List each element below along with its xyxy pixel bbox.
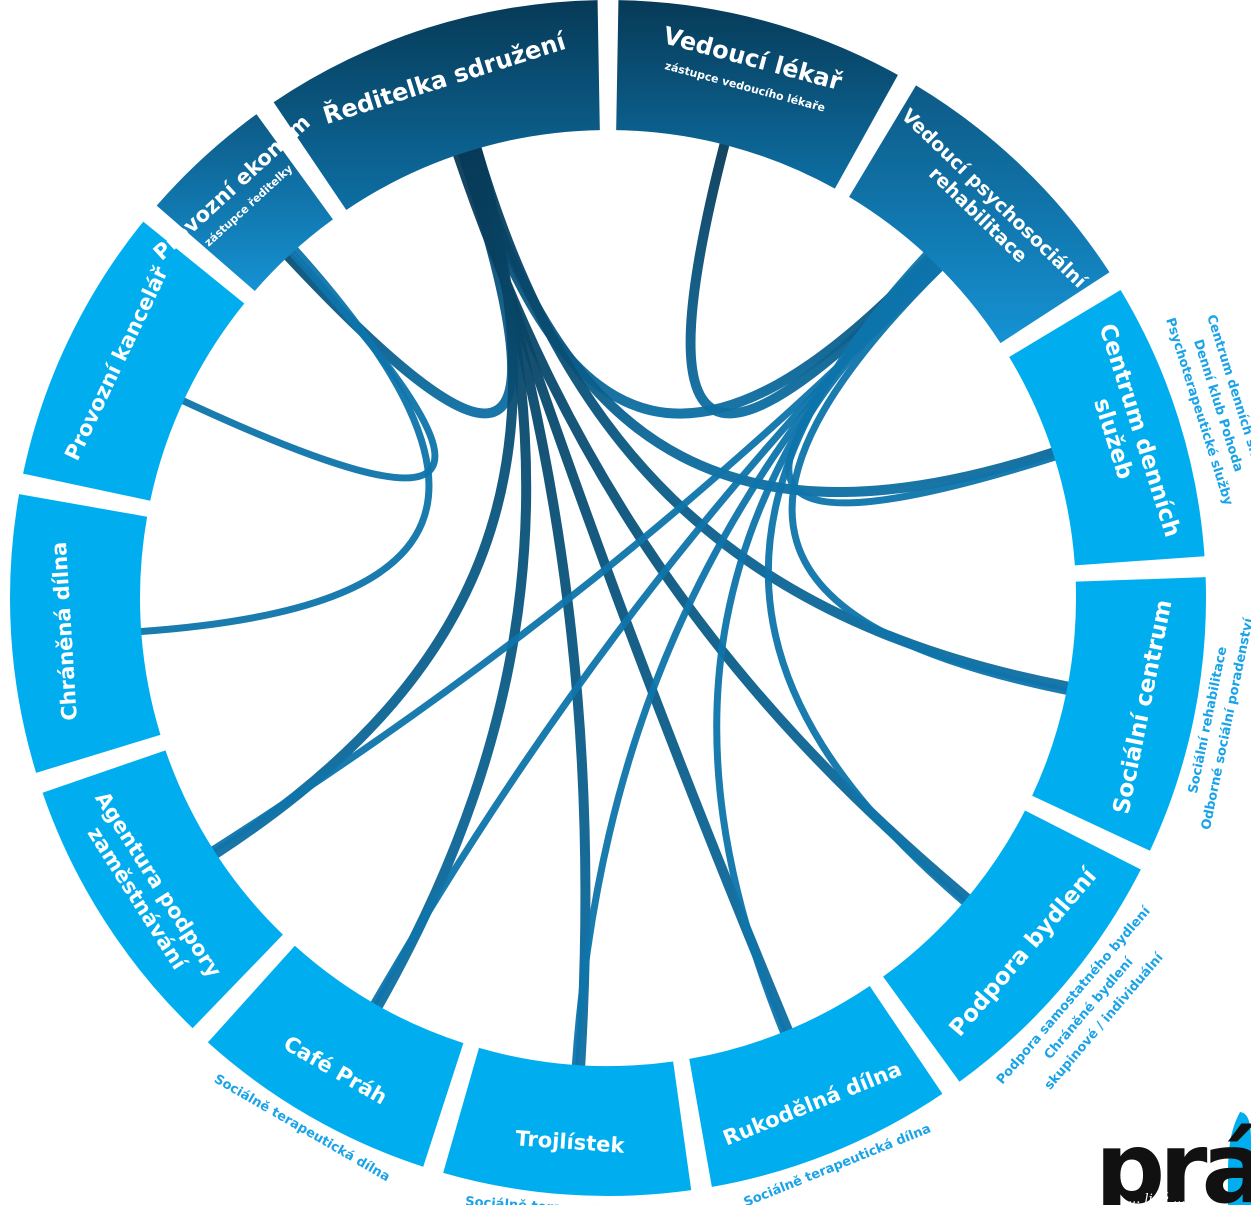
segment-provozni-ekonom — [156, 114, 333, 291]
chord-vedouci-psycho-agentura — [209, 264, 944, 853]
segment-trojlistek — [443, 1047, 692, 1196]
segment-rukodelna — [689, 985, 943, 1187]
segment-vedouci-lekar — [616, 0, 898, 189]
segment-socialni-centrum — [1032, 577, 1206, 851]
connection-chords — [137, 139, 1073, 1071]
segment-agentura — [42, 750, 283, 1029]
logo-tagline: ... lidé ... — [1128, 1192, 1185, 1205]
segment-reditelka — [273, 0, 600, 211]
segment-ring — [10, 0, 1206, 1196]
segment-provozni-kancelar — [23, 221, 245, 501]
segment-cafe-prah — [207, 945, 464, 1167]
segment-podpora-bydleni — [883, 810, 1141, 1082]
chord-provozni-ekonom-chranena-dilna — [137, 246, 433, 635]
logo: prá ... lidé ... — [1095, 1112, 1251, 1205]
chord-vedouci-lekar-vedouci-psycho — [685, 139, 939, 419]
segment-vedouci-psycho — [849, 85, 1110, 344]
segment-chranena-dilna — [10, 494, 161, 773]
chord-reditelka-podpora-bydleni — [452, 149, 973, 904]
logo-wordmark: prá — [1095, 1112, 1251, 1205]
chord-vedouci-psycho-socialni-centrum — [788, 264, 1071, 695]
logo-swoosh — [1227, 1112, 1251, 1205]
chord-vedouci-psycho-cafe-prah — [370, 261, 941, 1007]
segment-centrum-dennich — [1009, 290, 1205, 566]
side-label-trojlistek: Sociálně terapeutická dílna — [465, 1195, 666, 1205]
chord-vedouci-psycho-rukodelna — [713, 254, 934, 1036]
